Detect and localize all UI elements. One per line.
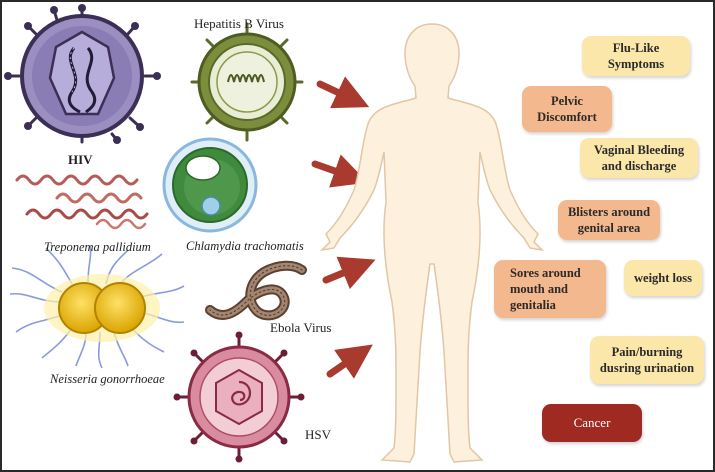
symptom-pelvic-discomfort: Pelvic Discomfort bbox=[522, 86, 612, 132]
label-chlamydia-trachomatis: Chlamydia trachomatis bbox=[186, 239, 304, 253]
label-treponema-pallidum: Treponema pallidium bbox=[44, 240, 151, 254]
arrows bbox=[311, 76, 376, 379]
hepatitis-b-virus-icon bbox=[190, 22, 304, 142]
symptom-cancer: Cancer bbox=[542, 404, 642, 442]
human-body-icon bbox=[319, 23, 545, 463]
treponema-pallidium-icon bbox=[15, 174, 149, 230]
arrow-chlamydia bbox=[311, 154, 368, 188]
chlamydia-trachomatis-icon bbox=[162, 137, 258, 233]
symptom-weight-loss: weight loss bbox=[624, 260, 702, 296]
symptom-pain-burning: Pain/burning dusring urination bbox=[590, 336, 704, 384]
label-hiv: HIV bbox=[68, 152, 93, 167]
label-hsv: HSV bbox=[305, 427, 332, 442]
label-hepatitis-b: Hepatitis B Virus bbox=[194, 16, 284, 31]
neisseria-gonorrhoeae-icon bbox=[9, 245, 185, 369]
arrow-ebola bbox=[322, 256, 376, 290]
hsv-virus-icon bbox=[173, 331, 305, 463]
label-ebola-virus: Ebola Virus bbox=[270, 320, 332, 335]
ebola-virus-icon bbox=[205, 260, 307, 321]
arrow-hsv bbox=[326, 344, 373, 379]
symptom-sores: Sores around mouth and genitalia bbox=[494, 260, 606, 318]
symptom-flu-like: Flu-Like Symptoms bbox=[582, 36, 690, 76]
hiv-virus-icon bbox=[4, 4, 161, 144]
arrow-hepatitis bbox=[316, 76, 370, 109]
symptom-blisters: Blisters around genital area bbox=[558, 200, 660, 240]
symptom-vaginal-bleeding: Vaginal Bleeding and discharge bbox=[580, 138, 698, 178]
label-neisseria-gonorrhoeae: Neisseria gonorrhoeae bbox=[50, 372, 165, 386]
